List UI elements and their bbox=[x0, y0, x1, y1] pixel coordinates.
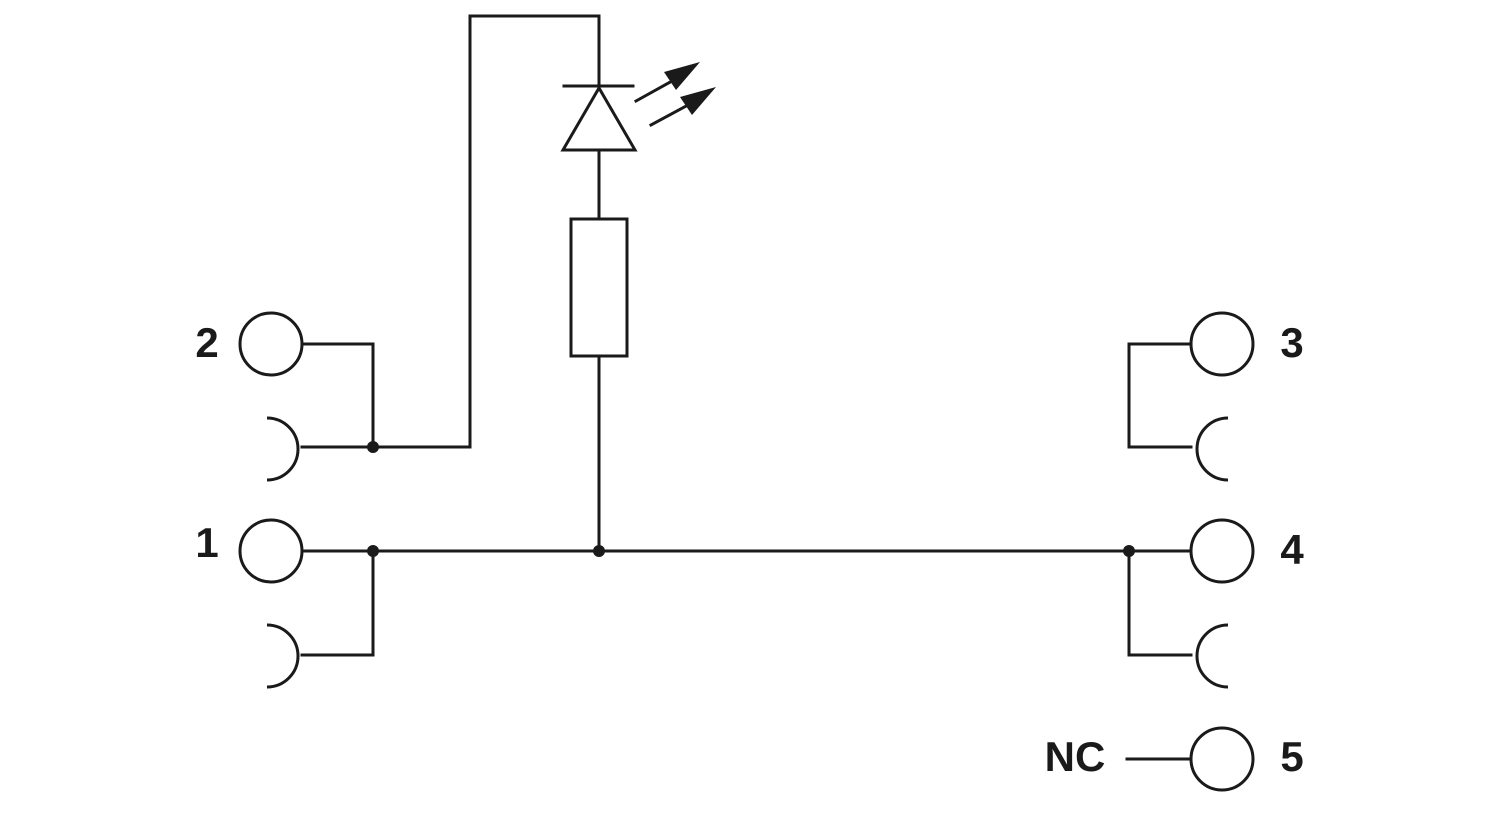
terminal-2[interactable] bbox=[238, 311, 304, 377]
terminal-5[interactable] bbox=[1189, 726, 1255, 792]
terminal-5-label: 5 bbox=[1280, 733, 1303, 780]
terminal-4[interactable] bbox=[1189, 518, 1255, 584]
terminal-1-group: 1 bbox=[195, 518, 379, 689]
terminal-3[interactable] bbox=[1189, 311, 1255, 377]
led-branch bbox=[371, 14, 716, 553]
wire-2-to-led bbox=[371, 14, 601, 449]
led-icon bbox=[560, 62, 716, 220]
light-arrows-icon bbox=[633, 62, 716, 128]
terminal-2-group: 2 bbox=[195, 311, 379, 482]
terminal-1[interactable] bbox=[238, 518, 304, 584]
terminal-3-label: 3 bbox=[1280, 319, 1303, 366]
terminal-1-label: 1 bbox=[195, 519, 218, 566]
junction-node bbox=[1123, 545, 1135, 557]
nc-label: NC bbox=[1045, 733, 1106, 780]
socket-arc-icon bbox=[1195, 623, 1229, 689]
socket-arc-icon bbox=[1195, 416, 1229, 482]
terminal-3-group: 3 bbox=[1127, 311, 1304, 482]
resistor-icon bbox=[569, 217, 629, 358]
terminal-4-label: 4 bbox=[1280, 526, 1304, 573]
junction-node bbox=[367, 441, 379, 453]
junction-node bbox=[593, 545, 605, 557]
terminal-5-group: NC 5 bbox=[1045, 726, 1304, 792]
socket-arc-icon bbox=[266, 416, 300, 482]
terminal-2-label: 2 bbox=[195, 319, 218, 366]
terminal-4-group: 4 bbox=[1123, 518, 1304, 689]
socket-arc-icon bbox=[266, 623, 300, 689]
